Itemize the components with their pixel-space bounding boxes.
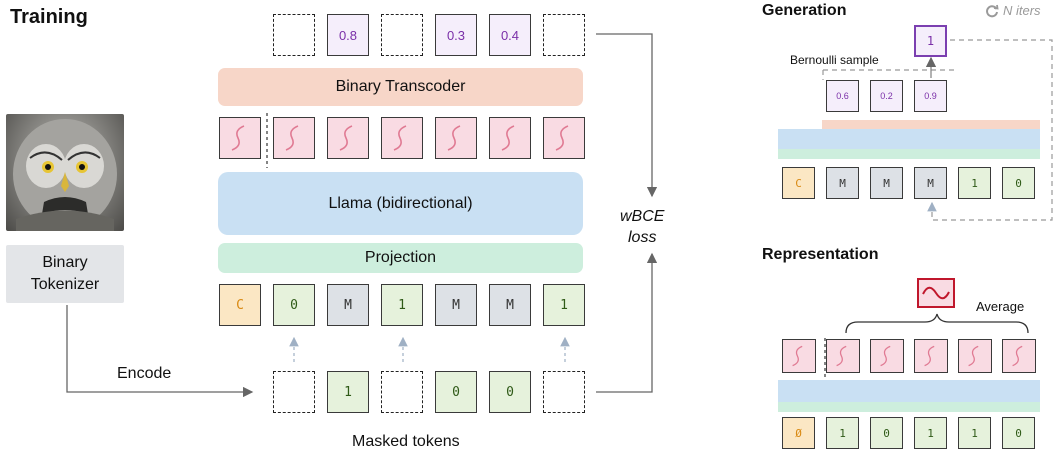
gen-token: M [870,167,903,199]
refresh-icon [986,4,999,17]
masked-slot [543,371,585,413]
transcoder-label: Binary Transcoder [335,78,466,95]
gen-projection-bar [778,149,1040,159]
embedding-token [543,117,585,159]
embedding-token [489,117,531,159]
wave-glyph-icon [555,125,569,151]
wave-glyph-icon [1012,345,1023,367]
wave-glyph-icon [792,345,803,367]
masked-slot [273,371,315,413]
output-masked-slot [543,14,585,56]
binary-tokenizer-box: Binary Tokenizer [6,245,124,303]
tokenizer-label-line1: Binary [42,254,88,271]
loss-label-line1: wBCE [620,208,665,225]
llama-label: Llama (bidirectional) [328,194,473,212]
binary-transcoder: Binary Transcoder [218,68,583,106]
masked-slot [381,371,423,413]
gen-token: 1 [958,167,991,199]
output-probability: 0.3 [435,14,477,56]
rep-token: 0 [1002,417,1035,449]
embedding-token [1002,339,1036,373]
embedding-token [826,339,860,373]
wave-glyph-icon [231,125,245,151]
averaged-embedding [917,278,955,308]
embedding-token [958,339,992,373]
wave-glyph-icon [501,125,515,151]
wave-glyph-icon [924,345,935,367]
embedding-token [914,339,948,373]
input-token: 0 [273,284,315,326]
masked-token: 1 [327,371,369,413]
encode-label: Encode [117,365,172,382]
wave-glyph-icon [836,345,847,367]
output-to-loss-arrow [596,33,658,198]
iterations-indicator: N iters [985,3,1041,18]
rep-token: 0 [870,417,903,449]
output-masked-slot [273,14,315,56]
embedding-token [870,339,904,373]
rep-llama-bar [778,380,1040,402]
output-probability: 0.8 [327,14,369,56]
projection-block: Projection [218,243,583,273]
bernoulli-sample-label: Bernoulli sample [790,53,879,67]
wave-glyph-icon [968,345,979,367]
masked-tokens-label: Masked tokens [352,433,460,450]
input-token: C [219,284,261,326]
output-probability: 0.4 [489,14,531,56]
iteration-loop [927,39,1053,221]
training-title: Training [10,6,88,28]
gen-token: 0 [1002,167,1035,199]
rep-token: Ø [782,417,815,449]
iters-label: N iters [1003,3,1041,18]
average-brace [845,313,1029,334]
gen-token: M [826,167,859,199]
embedding-token [219,117,261,159]
embedding-token [782,339,816,373]
rep-token: 1 [826,417,859,449]
sampled-token: 1 [914,25,947,57]
wave-glyph-icon [285,125,299,151]
wave-glyph-icon [880,345,891,367]
representation-title: Representation [762,246,879,263]
owl-picture [13,119,117,231]
wave-glyph-icon [393,125,407,151]
wave-glyph-icon [447,125,461,151]
gen-token: M [914,167,947,199]
input-token: 1 [381,284,423,326]
loss-label-line2: loss [628,229,657,246]
llama-block: Llama (bidirectional) [218,172,583,235]
rep-token: 1 [958,417,991,449]
embedding-token [327,117,369,159]
sine-wave-icon [922,286,950,300]
wave-glyph-icon [339,125,353,151]
wbce-loss-label: wBCE loss [620,206,664,248]
masked-token: 0 [435,371,477,413]
gen-probability: 0.2 [870,80,903,112]
embedding-token [273,117,315,159]
gen-llama-bar [778,129,1040,149]
generation-title: Generation [762,2,847,19]
embedding-token [381,117,423,159]
rep-token: 1 [914,417,947,449]
gen-probability: 0.9 [914,80,947,112]
input-token: M [489,284,531,326]
input-token: 1 [543,284,585,326]
tokenizer-label-line2: Tokenizer [30,276,100,293]
encode-arrow [66,305,254,398]
projection-label: Projection [364,249,437,266]
input-token: M [327,284,369,326]
average-label: Average [976,299,1025,314]
rep-projection-bar [778,402,1040,412]
embedding-token [435,117,477,159]
masked-to-loss-arrow [596,252,658,393]
output-masked-slot [381,14,423,56]
gen-transcoder-bar [822,120,1040,129]
gen-probability: 0.6 [826,80,859,112]
gen-token: C [782,167,815,199]
input-token: M [435,284,477,326]
input-image [6,114,124,231]
masked-token: 0 [489,371,531,413]
